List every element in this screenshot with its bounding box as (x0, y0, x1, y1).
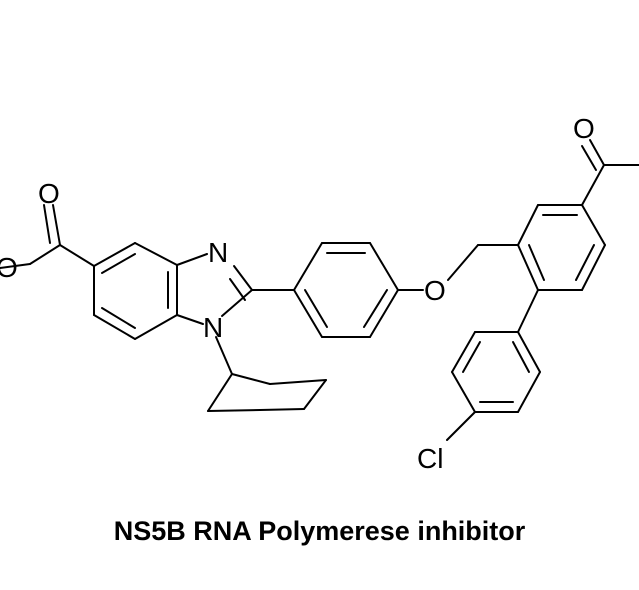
imidazole-nitrogen-top-label: N (208, 237, 228, 268)
oxo-oxygen-left-label: O (38, 178, 60, 209)
bond-lines (0, 139, 639, 441)
oxo-oxygen-right-label: O (573, 113, 595, 144)
chlorine-label: Cl (417, 443, 443, 474)
ether-oxygen-label: O (424, 275, 446, 306)
imidazole-nitrogen-bottom-label: N (203, 312, 223, 343)
ester-oxygen-left-label: O (0, 252, 18, 283)
figure-caption: NS5B RNA Polymerese inhibitor (113, 516, 526, 546)
